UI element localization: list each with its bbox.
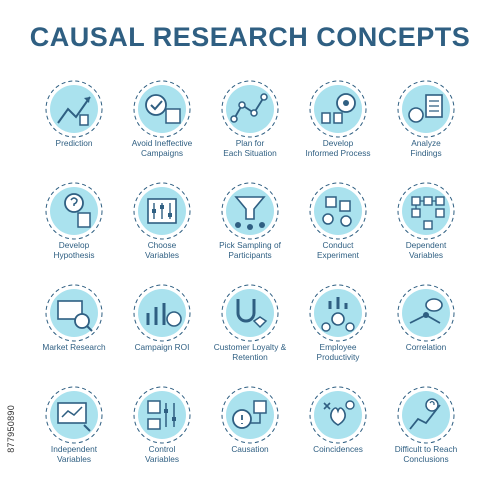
concept-item: Develop Informed Process [294,75,382,177]
concept-grid: Prediction Avoid Ineffective Campaigns Pla… [30,75,470,483]
hypothesis-icon [45,182,103,240]
concept-item: Market Research [30,279,118,381]
plan-situation-icon [221,80,279,138]
dependent-variables-icon [397,182,455,240]
concept-item: Causation [206,381,294,483]
concept-label: Analyze Findings [410,138,442,158]
concept-item: Employee Productivity [294,279,382,381]
concept-label: Prediction [55,138,93,148]
concept-label: Causation [231,444,269,454]
avoid-campaigns-icon [133,80,191,138]
concept-item: Choose Variables [118,177,206,279]
concept-item: Conduct Experiment [294,177,382,279]
page-title: CAUSAL RESEARCH CONCEPTS [29,22,471,52]
analyze-findings-icon [397,80,455,138]
correlation-icon [397,284,455,342]
concept-label: Difficult to Reach Conclusions [394,444,458,464]
choose-variables-icon [133,182,191,240]
concept-item: Plan for Each Situation [206,75,294,177]
loyalty-retention-icon [221,284,279,342]
concept-label: Correlation [405,342,447,352]
causation-icon [221,386,279,444]
concept-item: Customer Loyalty & Retention [206,279,294,381]
market-research-icon [45,284,103,342]
concept-item: Develop Hypothesis [30,177,118,279]
concept-label: Market Research [42,342,106,352]
concept-item: Coincidences [294,381,382,483]
concept-label: Avoid Ineffective Campaigns [131,138,193,158]
control-variables-icon [133,386,191,444]
employee-productivity-icon [309,284,367,342]
concept-item: Control Variables [118,381,206,483]
sampling-icon [221,182,279,240]
stock-id: 877950890 [6,405,16,453]
concept-label: Conduct Experiment [317,240,359,260]
concept-label: Coincidences [313,444,363,454]
experiment-icon [309,182,367,240]
concept-item: Pick Sampling of Participants [206,177,294,279]
conclusions-icon [397,386,455,444]
concept-item: Independent Variables [30,381,118,483]
concept-label: Choose Variables [145,240,179,260]
coincidences-icon [309,386,367,444]
concept-label: Control Variables [145,444,179,464]
campaign-roi-icon [133,284,191,342]
concept-item: Difficult to Reach Conclusions [382,381,470,483]
concept-label: Develop Informed Process [305,138,371,158]
concept-label: Plan for Each Situation [223,138,277,158]
concept-label: Pick Sampling of Participants [219,240,281,260]
concept-label: Independent Variables [50,444,98,464]
concept-item: Dependent Variables [382,177,470,279]
concept-item: Correlation [382,279,470,381]
concept-label: Develop Hypothesis [53,240,95,260]
concept-label: Campaign ROI [134,342,190,352]
independent-variables-icon [45,386,103,444]
concept-label: Dependent Variables [405,240,447,260]
informed-process-icon [309,80,367,138]
concept-item: Prediction [30,75,118,177]
concept-item: Analyze Findings [382,75,470,177]
prediction-icon [45,80,103,138]
concept-item: Avoid Ineffective Campaigns [118,75,206,177]
concept-label: Customer Loyalty & Retention [213,342,287,362]
concept-item: Campaign ROI [118,279,206,381]
concept-label: Employee Productivity [316,342,360,362]
